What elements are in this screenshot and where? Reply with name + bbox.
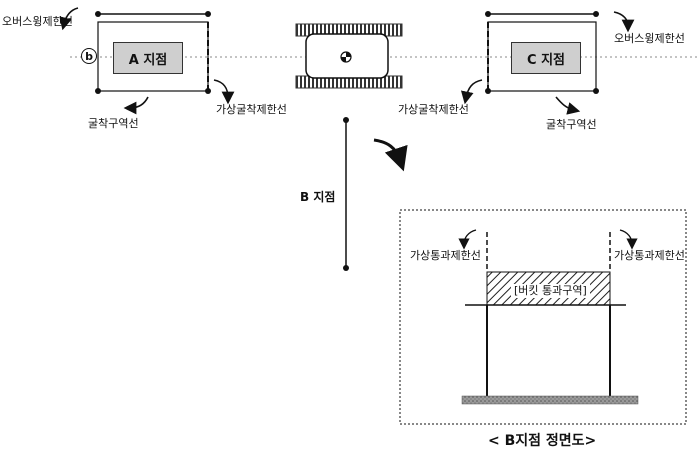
excavation-arrow-left (123, 96, 149, 115)
virtual-excavation-limit-label-left: 가상굴착제한선 (216, 103, 287, 116)
point-a-box: A 지점 (113, 42, 183, 74)
virtual-pass-limit-label-left: 가상통과제한선 (410, 249, 481, 262)
point-a-label: A 지점 (128, 52, 168, 68)
detail-arrow (373, 138, 408, 172)
pass-limit-arrow-left (458, 229, 477, 250)
overswing-arrow-right (613, 11, 635, 33)
excavation-area-label-left: 굴착구역선 (88, 117, 139, 130)
pass-limit-arrow-right (619, 229, 638, 250)
virtual-excavation-limit-label-right: 가상굴착제한선 (398, 103, 469, 116)
virtual-limit-arrow-right (460, 79, 483, 105)
point-c-label: C 지점 (527, 52, 565, 68)
excavation-area-rect-right (487, 21, 597, 92)
ground-strip (461, 395, 639, 405)
overswing-label-left: 오버스윙제한선 (2, 15, 73, 28)
inset-frame (399, 209, 687, 425)
excavation-arrow-right (555, 96, 581, 115)
marker-b: b (81, 48, 97, 64)
overswing-arrow-left (59, 7, 79, 31)
virtual-limit-arrow-left (213, 79, 235, 105)
excavation-area-rect-left (97, 21, 209, 92)
excavation-area-label-right: 굴착구역선 (546, 118, 597, 131)
bucket-pass-zone-label: [버킷 통과구역] (511, 284, 590, 299)
point-b-label: B 지점 (300, 190, 336, 204)
overswing-label-right: 오버스윙제한선 (614, 32, 685, 45)
point-c-box: C 지점 (511, 42, 581, 74)
virtual-pass-limit-label-right: 가상통과제한선 (614, 249, 685, 262)
inset-caption: < B지점 정면도> (488, 433, 597, 449)
